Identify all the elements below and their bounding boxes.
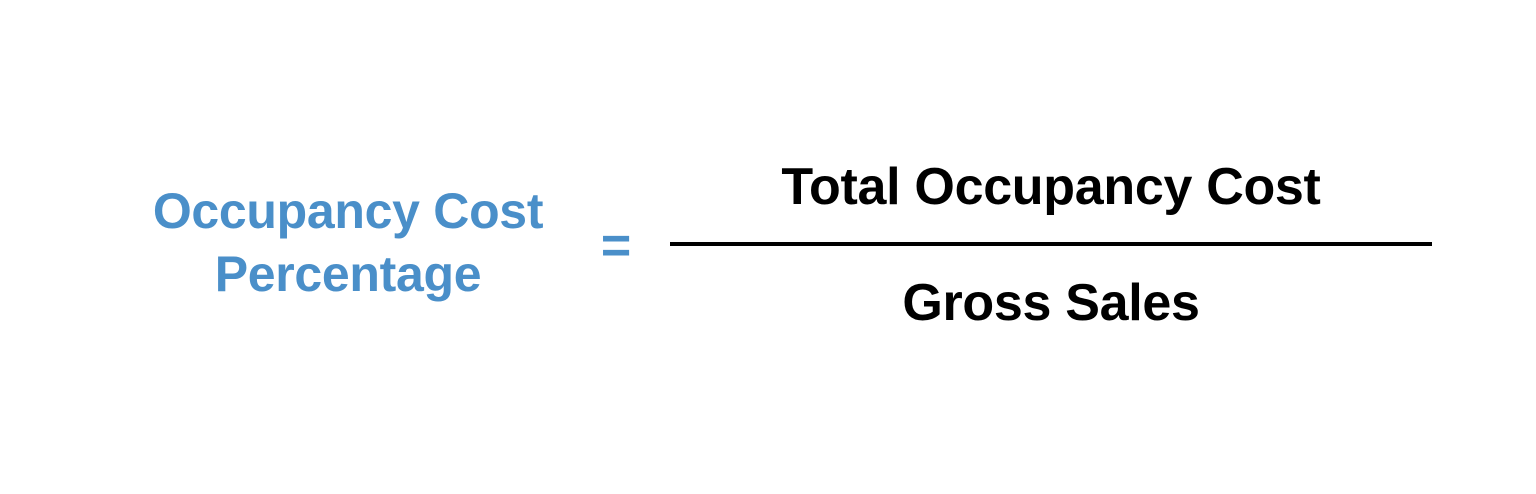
fraction-bar — [670, 242, 1432, 246]
formula-lhs: Occupancy Cost Percentage — [110, 180, 586, 306]
fraction-numerator: Total Occupancy Cost — [781, 158, 1321, 216]
lhs-line-2: Percentage — [214, 246, 482, 302]
equals-sign: = — [600, 217, 632, 275]
fraction-denominator: Gross Sales — [902, 274, 1200, 332]
lhs-line-1: Occupancy Cost — [152, 183, 544, 239]
